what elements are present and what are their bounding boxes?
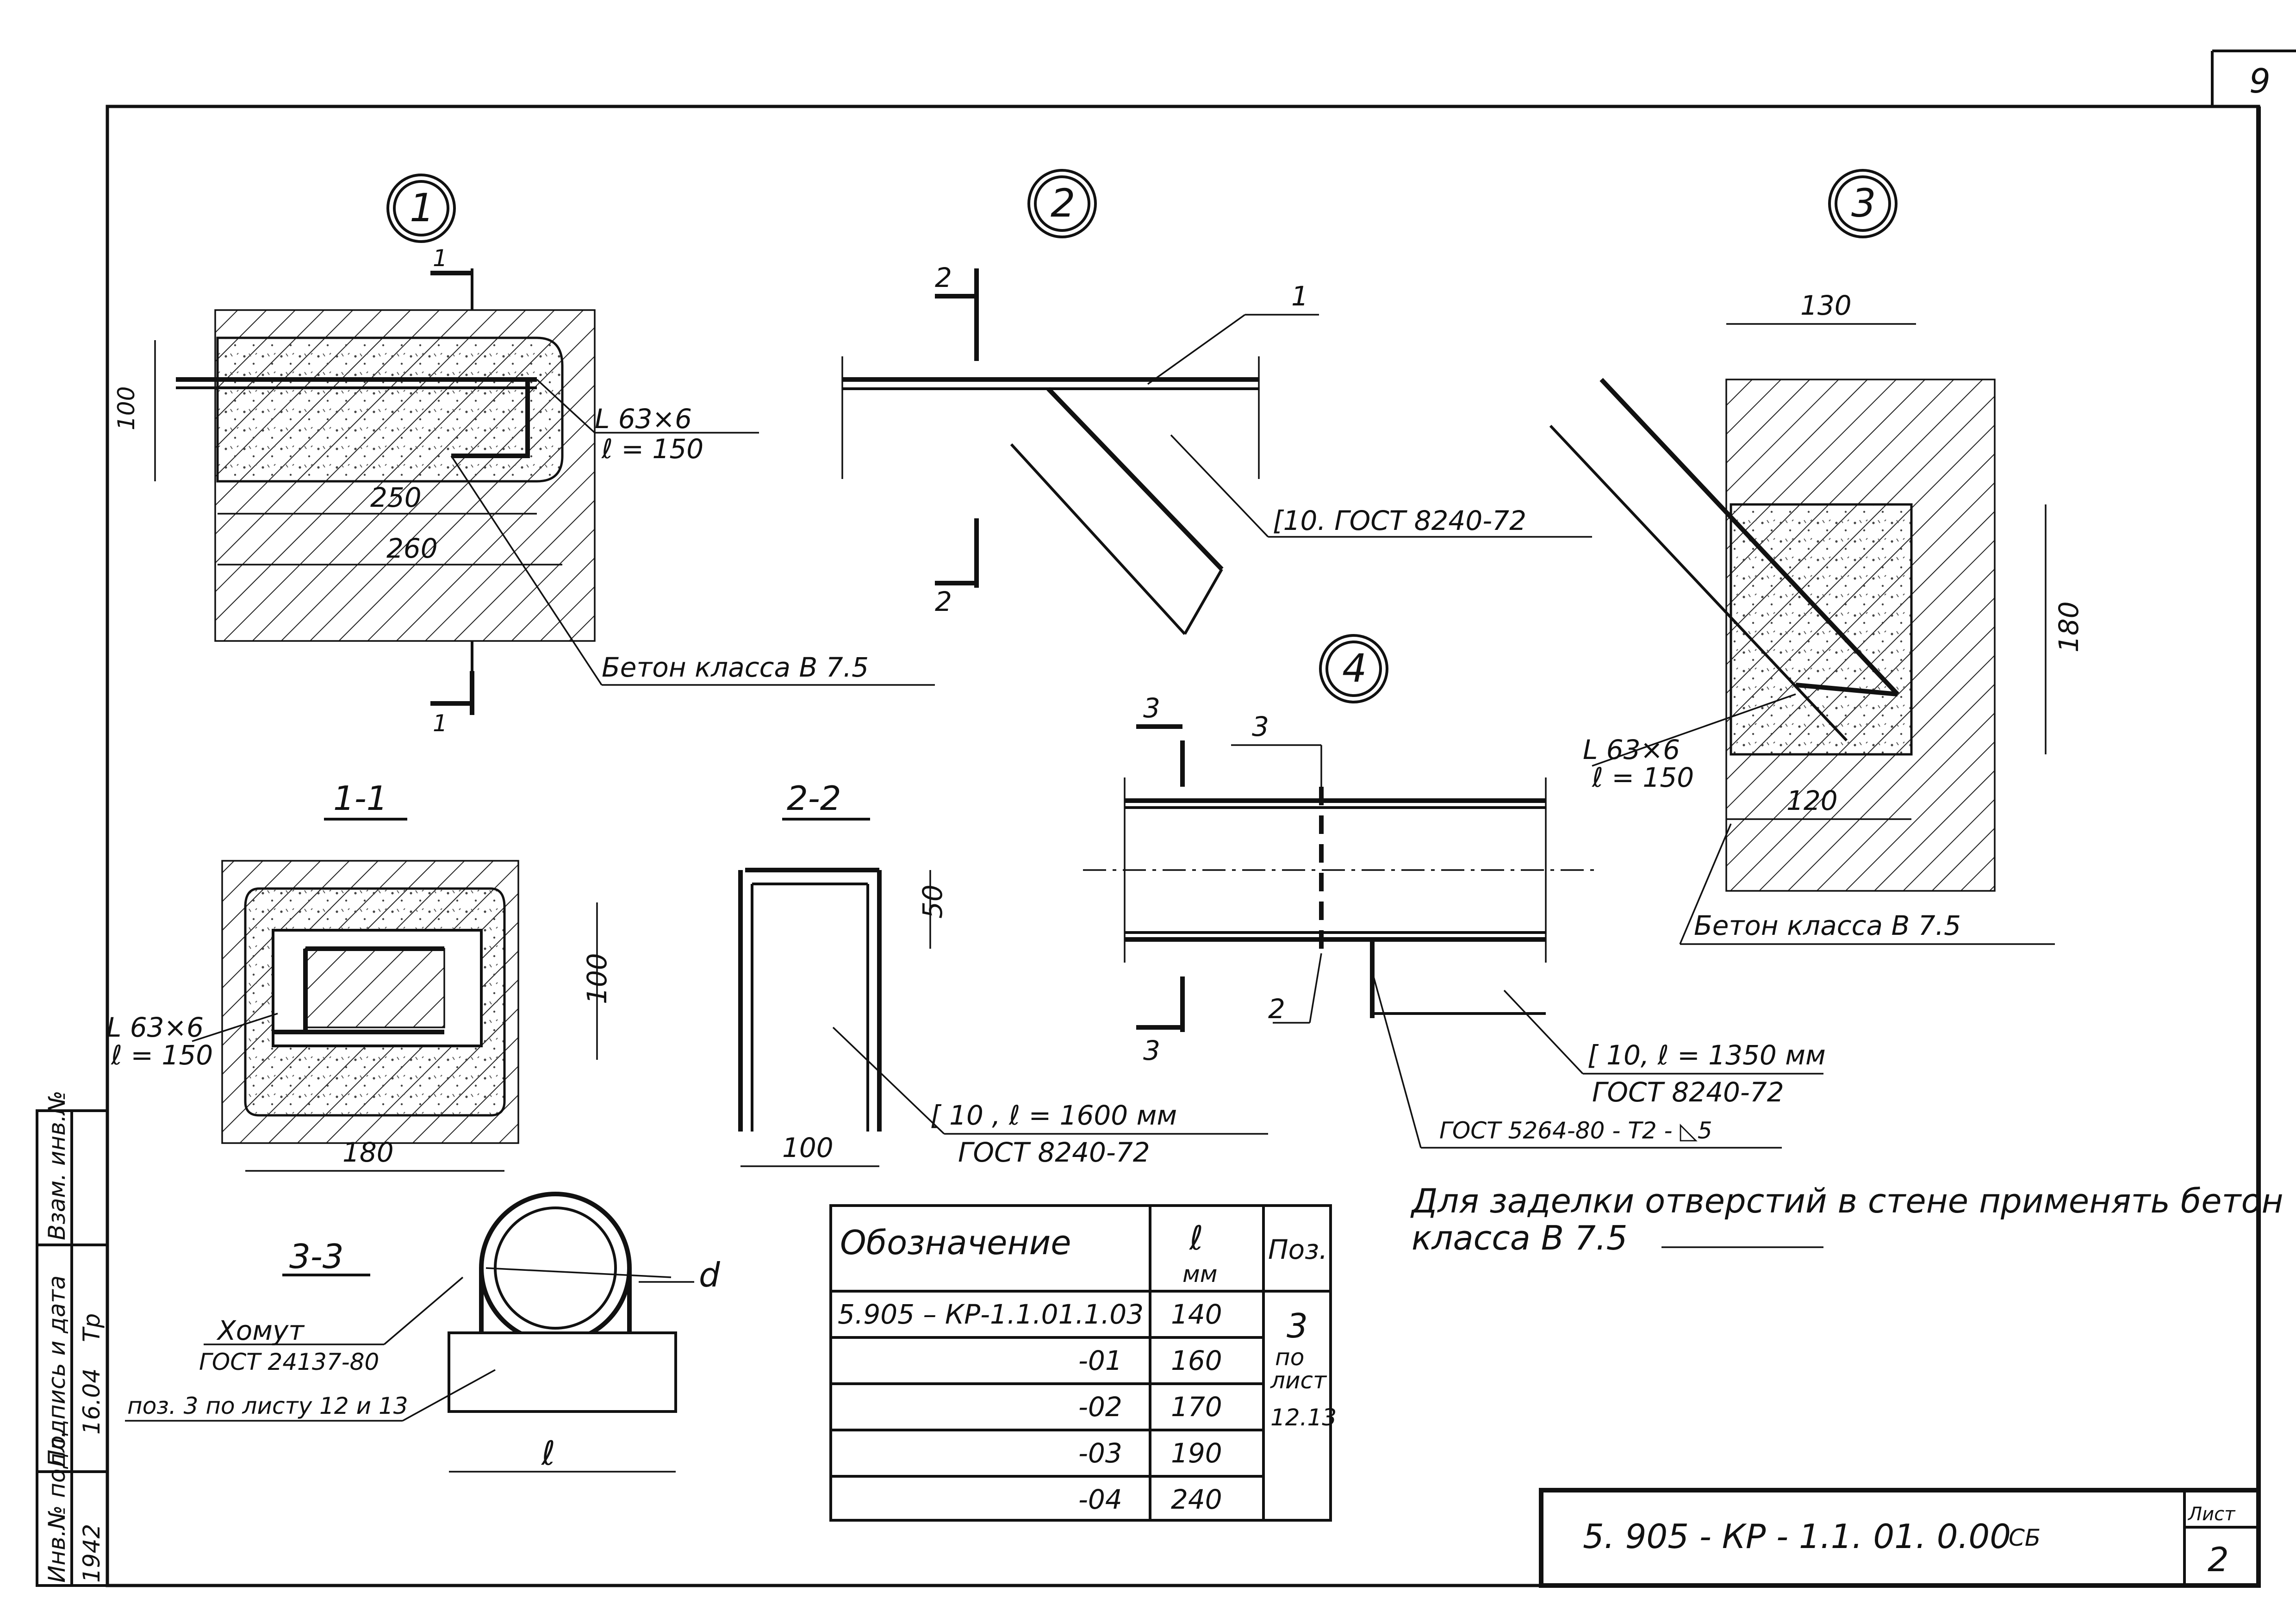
d3-angle-label: L 63×6 [1583,734,1680,765]
title-block-sheet-value: 2 [2208,1540,2229,1579]
d4-pos-top: 3 [1252,711,1269,742]
d1-dim-height: 100 [113,386,140,430]
table-pos-by: по [1275,1344,1304,1371]
d1-length-label: ℓ = 150 [601,433,703,465]
title-block-type: СБ [2009,1524,2041,1551]
detail-2-marker: 2 [1051,180,1075,226]
d2-pos-label: 1 [1291,280,1308,312]
cut-2-bottom: 2 [935,586,952,617]
sec22-dim-top: 50 [917,884,948,919]
table-cell-l: 140 [1171,1299,1222,1330]
section-2-2: 2-2 50 100 [ 10 , ℓ = 1600 мм ГОСТ 8240-… [738,779,1268,1168]
table-cell-l: 160 [1171,1345,1222,1376]
table-pos-sheet: лист [1270,1367,1327,1394]
title-block [1539,1488,2261,1588]
concrete-fill [216,336,564,483]
cut-3-top: 3 [1143,692,1160,724]
stamp-label-replace: Взам. инв.№ [44,1090,70,1240]
table-cell-designation: -01 [1078,1345,1122,1376]
stamp-value-sign: Тр [78,1313,105,1342]
table-cell-l: 170 [1171,1391,1222,1423]
table-pos-sheets: 12.13 [1270,1404,1337,1431]
section-3-3-title: 3-3 [289,1237,344,1276]
d4-weld-label: ГОСТ 5264-80 - Т2 - ◺5 [1439,1117,1712,1144]
d1-dim-inner: 250 [370,482,422,513]
detail-3-marker: 3 [1851,180,1876,226]
d4-pos-bottom: 2 [1268,993,1285,1025]
table-header-l: ℓ [1188,1219,1203,1257]
table-header-pos: Поз. [1268,1234,1327,1265]
concrete-note-1: Бетон класса В 7.5 [602,652,869,683]
table-row: -01 160 [1078,1345,1222,1376]
table-row: -04 240 [1078,1484,1222,1515]
cut-1-top: 1 [433,245,448,272]
table-row: -03 190 [1078,1437,1222,1469]
d3-concrete-label: Бетон класса В 7.5 [1694,910,1961,941]
detail-4-marker: 4 [1342,646,1367,691]
d2-channel-label: [10. ГОСТ 8240-72 [1273,505,1526,536]
sec22-channel: [ 10 , ℓ = 1600 мм [930,1100,1177,1131]
sec33-pos-ref: поз. 3 по листу 12 и 13 [127,1393,408,1419]
table-row: 5.905 – КР-1.1.01.1.03 140 [838,1299,1222,1330]
sec33-dim-l: ℓ [541,1434,555,1473]
d4-channel-label: [ 10, ℓ = 1350 мм [1587,1039,1826,1071]
cut-3-bottom: 3 [1143,1035,1160,1066]
detail-1-marker: 1 [410,185,434,230]
detail-3: 3 130 180 120 L 63×6 ℓ = 150 Бетон класс… [1549,169,2084,945]
section-3-3: 3-3 d ℓ Хомут ГОСТ 24137-80 поз. 3 по ли… [125,1192,721,1473]
sheet-number: 9 [2249,62,2271,100]
sec11-dim-height: 100 [581,953,613,1004]
sheet-frame [106,50,2296,1587]
detail-4: 4 3 3 3 2 [ 10, ℓ = 1350 мм ГОСТ 8240-72… [1083,634,1826,1149]
detail-1: 1 1 1 100 250 260 L 63×6 ℓ = 150 Бетон к… [113,174,935,737]
spec-table [829,1204,1332,1522]
sec33-dim-d: d [699,1256,721,1294]
note-line-2: класса В 7.5 [1412,1219,1628,1257]
concrete-fill-3 [1730,503,1913,756]
sec33-clamp-std: ГОСТ 24137-80 [199,1349,379,1375]
side-stamp [36,1109,109,1587]
table-cell-designation: 5.905 – КР-1.1.01.1.03 [838,1299,1144,1330]
section-1-1: 1-1 100 180 L 63×6 ℓ = 150 [106,779,613,1172]
cut-2-top: 2 [935,262,952,293]
stamp-value-inv: 1942 [78,1524,105,1583]
sec22-channel-std: ГОСТ 8240-72 [958,1137,1150,1168]
d1-angle-label: L 63×6 [595,403,692,435]
sec11-length: ℓ = 150 [111,1039,213,1071]
section-1-1-title: 1-1 [333,779,388,818]
title-block-code: 5. 905 - КР - 1.1. 01. 0.00 [1583,1517,2011,1556]
stamp-value-date: 16.04 [78,1368,105,1435]
section-2-2-title: 2-2 [787,779,841,818]
stamp-label-sign: Подпись и дата [44,1275,70,1467]
d3-dim-top: 130 [1800,290,1852,321]
table-cell-designation: -03 [1078,1437,1122,1469]
d4-channel-std: ГОСТ 8240-72 [1592,1076,1784,1108]
table-row: -02 170 [1078,1391,1222,1423]
table-cell-designation: -04 [1078,1484,1122,1515]
sec11-dim-width: 180 [342,1137,394,1168]
title-block-sheet-label: Лист [2187,1504,2236,1525]
d3-dim-bottom: 120 [1786,785,1838,816]
stamp-label-inv: Инв.№ подл. [44,1430,70,1583]
d1-dim-outer: 260 [386,533,438,564]
table-header-unit: мм [1182,1261,1217,1287]
d3-dim-height: 180 [2053,601,2084,653]
sec33-clamp: Хомут [216,1315,305,1346]
sec11-angle: L 63×6 [106,1012,204,1043]
cut-1-bottom: 1 [433,710,448,737]
table-cell-l: 190 [1171,1437,1222,1469]
table-cell-l: 240 [1171,1484,1222,1515]
table-header-designation: Обозначение [840,1223,1071,1262]
detail-2: 2 2 2 1 [10. ГОСТ 8240-72 [841,169,1592,635]
table-cell-designation: -02 [1078,1391,1122,1423]
note-line-1: Для заделки отверстий в стене применять … [1410,1181,2284,1220]
table-pos-value: 3 [1287,1306,1308,1345]
sec22-dim-width: 100 [782,1132,834,1163]
d3-length-label: ℓ = 150 [1592,762,1694,793]
